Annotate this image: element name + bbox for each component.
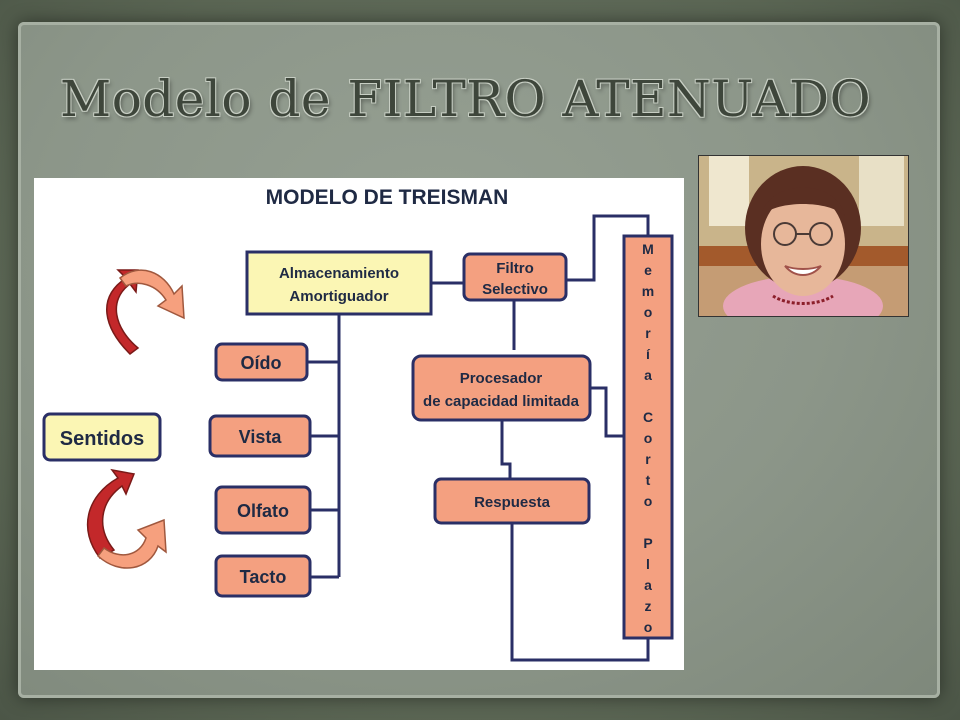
response-box: [433, 477, 591, 525]
input-box-tacto: [214, 554, 312, 598]
buffer-label-line2: Amortiguador: [289, 288, 388, 305]
input-label-vista: Vista: [239, 427, 283, 447]
memory-letter: t: [646, 472, 651, 488]
filter-label-line2: Selectivo: [482, 281, 548, 298]
memory-letter: r: [645, 325, 651, 341]
input-label-oido: Oído: [241, 353, 282, 373]
memory-box: [622, 234, 674, 640]
processor-label-line2: de capacidad limitada: [423, 393, 580, 410]
input-box-vista: [208, 414, 312, 458]
memory-letter: e: [644, 262, 652, 278]
memory-letter: z: [645, 598, 652, 614]
slide-title: Modelo de FILTRO ATENUADO: [60, 70, 872, 128]
memory-letter: m: [642, 283, 654, 299]
diagram-heading: MODELO DE TREISMAN: [266, 186, 509, 209]
memory-letter: P: [643, 535, 652, 551]
input-box-olfato: [214, 485, 312, 535]
memory-letter: a: [644, 367, 652, 383]
filter-label-line1: Filtro: [496, 260, 534, 277]
senses-label: Sentidos: [60, 428, 144, 450]
curved-arrow-bottom-icon: [86, 468, 167, 569]
processor-box: [411, 354, 592, 422]
senses-box: [42, 412, 162, 462]
memory-letter: r: [645, 451, 651, 467]
portrait-photo: [698, 155, 909, 317]
input-box-oido: [214, 342, 309, 382]
memory-letter: C: [643, 409, 653, 425]
memory-letter: o: [644, 304, 653, 320]
memory-letter: l: [646, 556, 650, 572]
memory-letter: M: [642, 241, 654, 257]
filter-box: [462, 252, 568, 302]
memory-letter: o: [644, 619, 653, 635]
curved-arrow-top-icon: [106, 269, 185, 355]
memory-letter: o: [644, 430, 653, 446]
processor-label-line1: Procesador: [460, 370, 543, 387]
response-label: Respuesta: [474, 494, 551, 511]
buffer-label-line1: Almacenamiento: [279, 265, 399, 282]
input-label-olfato: Olfato: [237, 501, 289, 521]
memory-letter: í: [646, 346, 651, 362]
input-label-tacto: Tacto: [240, 567, 287, 587]
memory-letter: o: [644, 493, 653, 509]
connector-lines: [307, 214, 650, 662]
buffer-box: [245, 250, 433, 316]
memory-letter: a: [644, 577, 652, 593]
